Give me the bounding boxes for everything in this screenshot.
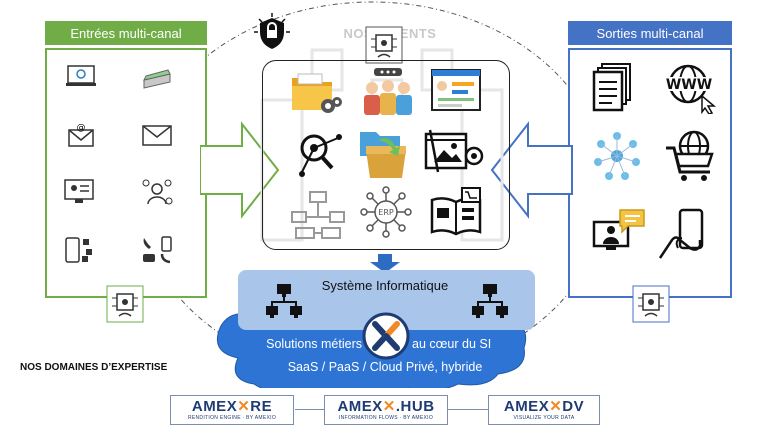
input-arrow [200,121,280,219]
amex-hub-suffix: .HUB [395,398,435,415]
envelope-icon [142,125,172,146]
workflow-icon [291,191,345,239]
domains-label: NOS DOMAINES D’EXPERTISE [20,362,168,373]
amex-re-prefix: AMEX [191,398,238,415]
data-search-icon [299,134,342,177]
www-icon: WWW [662,64,717,114]
scanner-icon [143,69,171,89]
svg-text:@: @ [77,123,86,133]
si-line1-left: Solutions métiers [266,337,362,351]
team-icon [364,68,412,115]
network-left-icon [266,284,302,318]
web-form-icon [66,65,96,86]
social-user-icon [142,179,173,205]
phone-icons [143,236,172,264]
down-arrow [370,254,400,273]
si-line1-right: au cœur du SI [412,337,492,351]
amex-hub-sub: INFORMATION FLOWS · BY AMEXIO [338,415,434,421]
amex-dv-logo: AMEX✕DV VISUALIZE YOUR DATA [488,395,600,425]
folder-archive-icon [360,132,406,178]
amex-re-logo: AMEX✕RE RENDITION ENGINE · BY AMEXIO [170,395,294,425]
amex-dv-sub: VISUALIZE YOUR DATA [513,415,575,421]
inputs-header: Entrées multi-canal [45,21,207,45]
clients-box [262,60,510,250]
inputs-title: Entrées multi-canal [70,25,182,41]
right-ai-chip-icon [632,285,670,323]
dashboard-screen-icon [431,69,481,111]
video-chat-icon [592,209,645,250]
output-arrow [490,121,573,219]
network-hub-icon [594,132,640,180]
network-right-icon [472,284,508,318]
left-ai-chip-icon [106,285,144,323]
amex-re-suffix: RE [250,398,273,415]
amex-hub-prefix: AMEX [337,398,383,415]
si-line2: SaaS / PaaS / Cloud Privé, hybride [287,360,483,374]
amex-re-sub: RENDITION ENGINE · BY AMEXIO [187,415,277,421]
amex-dv-prefix: AMEX [503,398,550,415]
erp-network-icon: ERP [360,186,412,238]
profile-screen-icon [64,179,94,203]
security-shield-icon [254,13,290,49]
amex-dv-suffix: DV [562,398,585,415]
outputs-title: Sorties multi-canal [596,25,704,41]
online-catalog-icon [430,187,482,236]
amexio-x-logo [362,312,410,360]
svg-text:WWW: WWW [666,77,712,93]
folder-gears-icon [292,73,342,113]
email-at-icon: @ [68,123,94,147]
center-ai-chip-icon [365,26,403,64]
smartphone-hand-icon [658,208,704,259]
ecommerce-cart-icon [666,130,714,181]
design-tools-icon [424,129,484,173]
si-title: Système Informatique [321,278,449,293]
svg-text:ERP: ERP [378,208,394,217]
documents-icon [592,63,631,112]
outputs-header: Sorties multi-canal [568,21,732,45]
mobile-social-icon [65,237,92,263]
amex-hub-logo: AMEX✕.HUB INFORMATION FLOWS · BY AMEXIO [324,395,448,425]
